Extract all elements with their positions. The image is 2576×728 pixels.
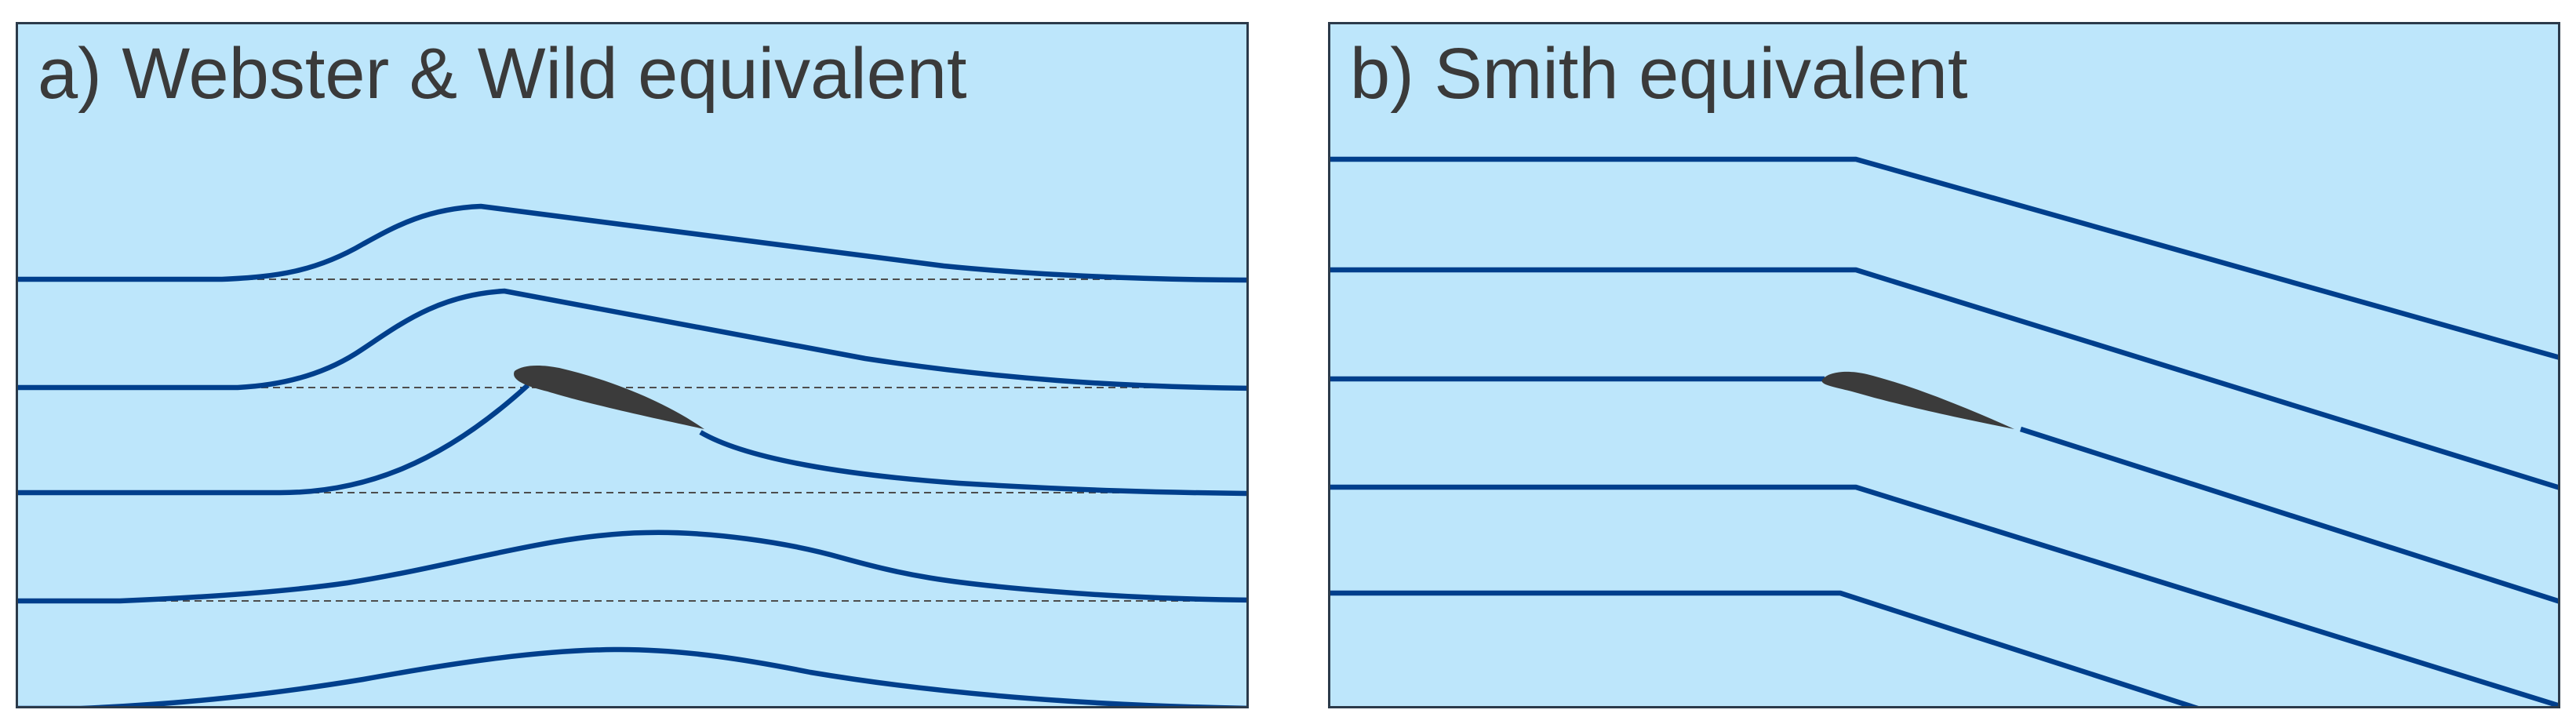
streamline-4 — [18, 530, 1246, 604]
streamlines-a — [18, 203, 1246, 706]
streamline-b-3 — [1330, 376, 2558, 604]
panel-a-title: a) Webster & Wild equivalent — [38, 34, 967, 114]
streamline-b-5 — [1330, 590, 2199, 706]
streamline-b-1 — [1330, 156, 2558, 360]
streamline-3 — [18, 383, 1246, 497]
streamline-5 — [18, 646, 1246, 706]
streamline-b-2 — [1330, 267, 2558, 490]
streamline-1 — [18, 203, 1246, 283]
panel-smith: b) Smith equivalent — [1328, 22, 2560, 708]
flow-diagram-b — [1330, 156, 2558, 706]
streamline-b-4 — [1330, 484, 2558, 706]
airfoil-b — [1821, 371, 2014, 429]
streamline-2 — [18, 288, 1246, 391]
flow-diagram-a — [18, 203, 1246, 706]
undisturbed-reference-lines — [112, 278, 1246, 602]
panel-webster-wild: a) Webster & Wild equivalent — [16, 22, 1249, 708]
streamlines-b — [1330, 156, 2558, 706]
airfoil — [514, 365, 704, 429]
panel-b-title: b) Smith equivalent — [1350, 34, 1968, 114]
